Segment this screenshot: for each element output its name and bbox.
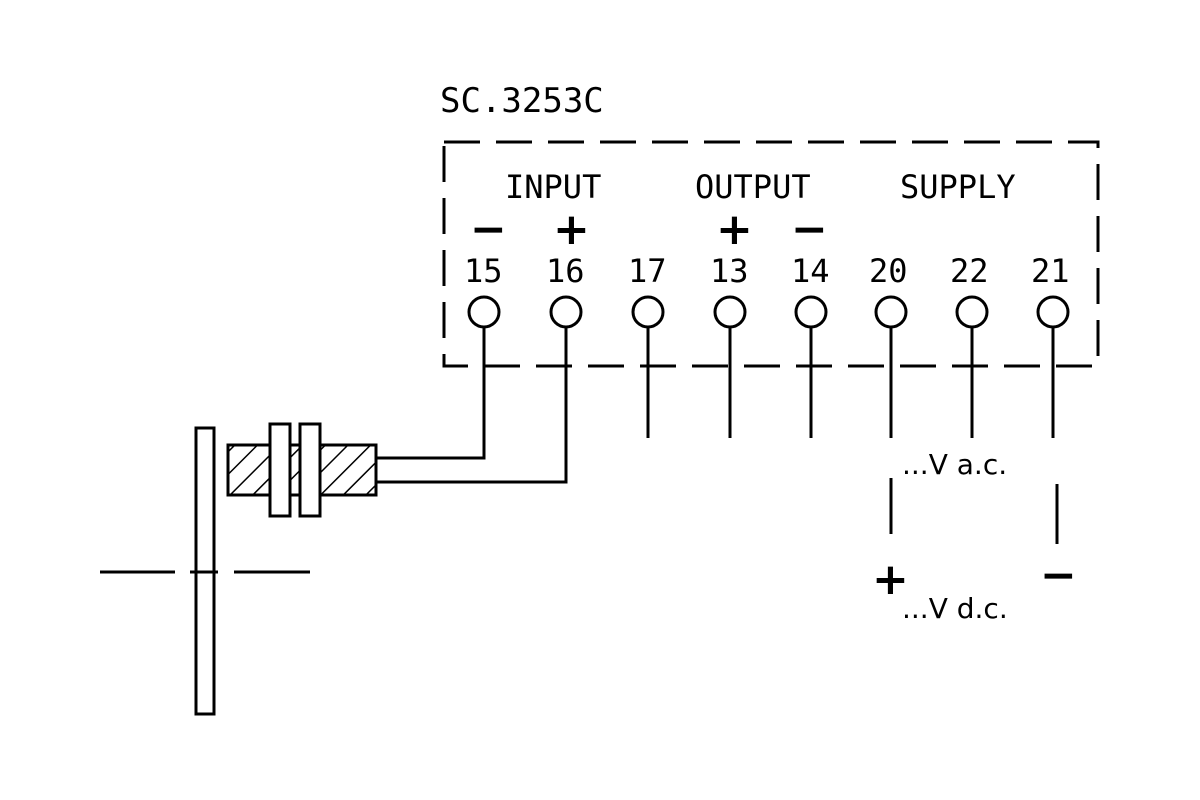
- output-positive-sign: +: [716, 204, 753, 255]
- target-disc: [100, 426, 310, 716]
- ac-voltage-label: ...V a.c.: [902, 448, 1007, 481]
- terminal-number: 14: [791, 252, 830, 290]
- output-negative-sign: −: [791, 204, 828, 255]
- terminal-number: 20: [869, 252, 908, 290]
- dc-negative-sign: −: [1040, 550, 1077, 601]
- terminal-screws: [467, 295, 1070, 329]
- dc-voltage-label: ...V d.c.: [902, 592, 1008, 625]
- terminal-number: 16: [546, 252, 585, 290]
- output-group-label: OUTPUT: [695, 168, 811, 206]
- terminal-leads: [646, 327, 1055, 438]
- input-positive-sign: +: [553, 204, 590, 255]
- supply-group-label: SUPPLY: [900, 168, 1016, 206]
- sensor-nut: [268, 422, 292, 518]
- dc-positive-sign: +: [872, 554, 909, 605]
- input-negative-sign: −: [470, 204, 507, 255]
- terminal-circle: [1036, 295, 1070, 329]
- sensor-cable: [376, 327, 568, 484]
- terminal-circle: [631, 295, 665, 329]
- terminal-number: 22: [950, 252, 989, 290]
- terminal-number: 17: [628, 252, 667, 290]
- module-outline: [442, 140, 1100, 368]
- terminal-circle: [713, 295, 747, 329]
- terminal-circle: [874, 295, 908, 329]
- input-group-label: INPUT: [505, 168, 601, 206]
- terminal-number: 21: [1031, 252, 1070, 290]
- terminal-circle: [549, 295, 583, 329]
- model-label: SC.3253C: [440, 81, 604, 121]
- terminal-circle: [467, 295, 501, 329]
- supply-bracket: [889, 478, 1059, 544]
- proximity-sensor: [226, 422, 378, 518]
- terminal-number: 15: [464, 252, 503, 290]
- sensor-nut: [298, 422, 322, 518]
- terminal-circle: [955, 295, 989, 329]
- terminal-circle: [794, 295, 828, 329]
- terminal-number: 13: [710, 252, 749, 290]
